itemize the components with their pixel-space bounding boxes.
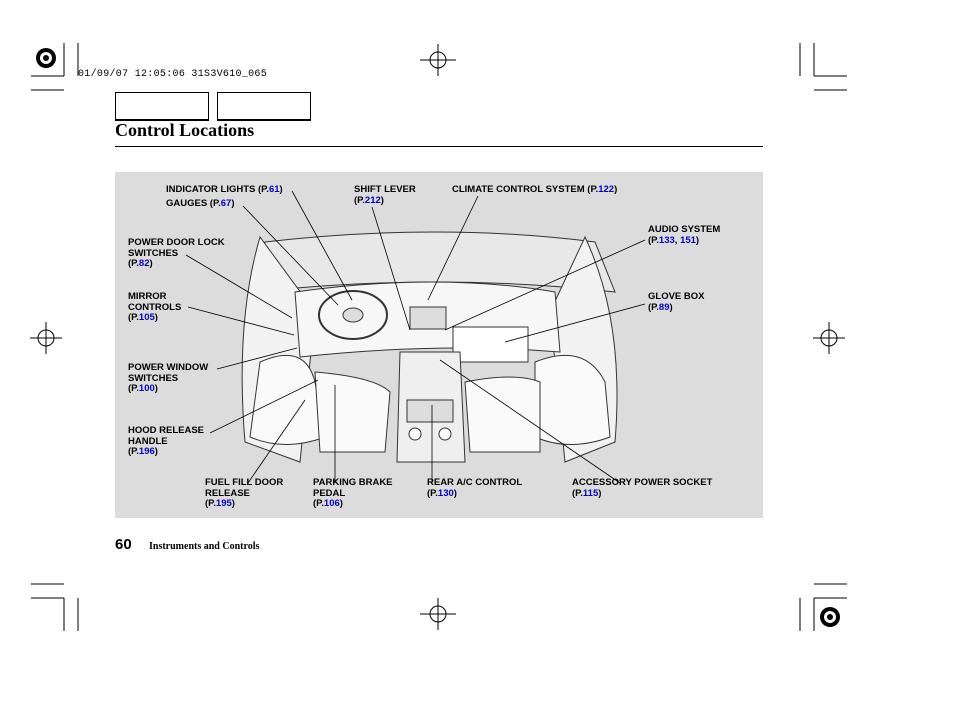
- page-ref[interactable]: 67: [220, 198, 232, 209]
- ref-close: ): [339, 498, 343, 509]
- ref-open: (P.: [354, 194, 365, 206]
- ref-close: ): [453, 487, 457, 499]
- callout-indicator-lights: INDICATOR LIGHTS (P.61): [166, 184, 283, 196]
- ref-open: (P.: [427, 487, 438, 499]
- page-ref[interactable]: 115: [582, 487, 599, 499]
- ref-close: ): [669, 301, 673, 313]
- ref-open: (P.: [648, 234, 659, 246]
- callout-label: PARKING BRAKE PEDAL: [313, 477, 393, 499]
- ref-close: ): [231, 498, 235, 509]
- page-ref[interactable]: 151: [680, 234, 696, 246]
- ref-close: ): [695, 234, 700, 246]
- ref-open: (P.: [128, 383, 139, 394]
- page-ref[interactable]: 61: [268, 184, 280, 195]
- ref-close: ): [231, 198, 235, 209]
- print-stamp: 01/09/07 12:05:06 31S3V610_065: [78, 69, 268, 80]
- page-ref[interactable]: 106: [323, 498, 340, 509]
- callout-parking-brake: PARKING BRAKE PEDAL(P.106): [313, 477, 393, 510]
- callout-climate-control: CLIMATE CONTROL SYSTEM (P.122): [452, 184, 618, 196]
- callout-label: HOOD RELEASE HANDLE: [128, 425, 205, 447]
- page-ref[interactable]: 196: [138, 446, 155, 457]
- ref-separator: ,: [674, 234, 681, 246]
- ref-close: ): [279, 184, 283, 195]
- car-interior-illustration: [241, 231, 618, 463]
- ref-close: ): [149, 258, 153, 269]
- ref-open: (P.: [313, 498, 324, 509]
- callout-label: POWER DOOR LOCK SWITCHES: [128, 237, 225, 259]
- page-ref[interactable]: 122: [598, 184, 615, 195]
- ref-open: (P.: [648, 301, 659, 313]
- page-ref[interactable]: 130: [437, 487, 454, 499]
- callout-accessory-socket: ACCESSORY POWER SOCKET(P.115): [572, 477, 713, 499]
- callout-rear-ac: REAR A/C CONTROL(P.130): [427, 477, 523, 499]
- header-tab-1: [115, 92, 209, 121]
- page-number: 60: [115, 536, 132, 553]
- page-ref[interactable]: 133: [658, 234, 675, 246]
- callout-label: INDICATOR LIGHTS (P.: [166, 184, 269, 195]
- callout-label: AUDIO SYSTEM: [648, 224, 721, 235]
- page-ref[interactable]: 105: [138, 312, 155, 323]
- header-tab-2: [217, 92, 311, 121]
- ref-close: ): [380, 194, 384, 206]
- callout-label: GLOVE BOX: [648, 291, 705, 302]
- callout-label: SHIFT LEVER: [354, 184, 416, 195]
- page-title: Control Locations: [115, 120, 255, 140]
- callout-label: FUEL FILL DOOR RELEASE: [205, 477, 284, 499]
- page-ref[interactable]: 82: [138, 258, 150, 269]
- section-name: Instruments and Controls: [149, 541, 260, 552]
- interior-illustration-panel: [115, 172, 763, 518]
- callout-label: MIRROR CONTROLS: [128, 291, 182, 313]
- callout-label: POWER WINDOW SWITCHES: [128, 362, 209, 384]
- callout-label: CLIMATE CONTROL SYSTEM (P.: [452, 184, 599, 195]
- ref-close: ): [154, 446, 158, 457]
- callout-gauges: GAUGES (P.67): [166, 198, 235, 210]
- callout-label: GAUGES (P.: [166, 198, 221, 209]
- callout-fuel-fill-door: FUEL FILL DOOR RELEASE(P.195): [205, 477, 284, 510]
- ref-close: ): [154, 383, 158, 394]
- callout-shift-lever: SHIFT LEVER(P.212): [354, 184, 416, 206]
- callout-hood-release: HOOD RELEASE HANDLE(P.196): [128, 425, 205, 458]
- page-ref[interactable]: 89: [658, 301, 670, 313]
- ref-close: ): [598, 487, 602, 499]
- ref-close: ): [154, 312, 158, 323]
- ref-open: (P.: [128, 258, 139, 269]
- callout-mirror-controls: MIRROR CONTROLS(P.105): [128, 291, 182, 324]
- ref-open: (P.: [205, 498, 216, 509]
- callout-label: REAR A/C CONTROL: [427, 477, 523, 488]
- registration-crosshairs: [30, 44, 845, 630]
- starburst-marks: [36, 48, 840, 627]
- callout-power-door-lock: POWER DOOR LOCK SWITCHES(P.82): [128, 237, 225, 270]
- ref-open: (P.: [128, 446, 139, 457]
- callout-label: ACCESSORY POWER SOCKET: [572, 477, 713, 488]
- page-ref[interactable]: 195: [215, 498, 232, 509]
- page-ref[interactable]: 100: [138, 383, 155, 394]
- title-rule: [115, 146, 763, 147]
- ref-open: (P.: [572, 487, 583, 499]
- callout-audio-system: AUDIO SYSTEM(P.133, 151): [648, 224, 721, 246]
- ref-close: ): [614, 184, 618, 195]
- callout-power-window: POWER WINDOW SWITCHES(P.100): [128, 362, 209, 395]
- page-ref[interactable]: 212: [364, 194, 381, 206]
- ref-open: (P.: [128, 312, 139, 323]
- callout-glove-box: GLOVE BOX(P.89): [648, 291, 705, 313]
